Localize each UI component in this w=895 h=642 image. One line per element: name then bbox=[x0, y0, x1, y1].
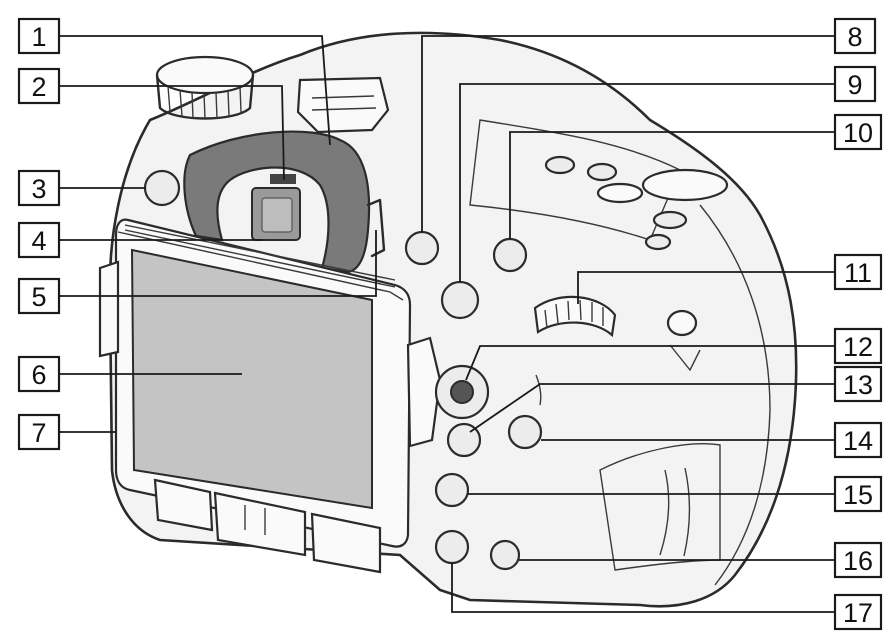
grip-texture bbox=[599, 443, 721, 571]
callout-10-label: 10 bbox=[843, 118, 873, 148]
leader-10 bbox=[509, 131, 835, 239]
diopter-dial bbox=[366, 198, 386, 258]
callout-17-label: 17 bbox=[843, 598, 873, 628]
button-17 bbox=[434, 529, 470, 565]
multi-selector-center bbox=[450, 380, 474, 404]
callout-12: 12 bbox=[833, 327, 883, 365]
eyecup bbox=[183, 130, 371, 274]
callout-16: 16 bbox=[833, 541, 883, 579]
leader-11 bbox=[577, 271, 835, 304]
callout-9: 9 bbox=[833, 65, 877, 103]
callout-5-label: 5 bbox=[31, 282, 46, 312]
button-8 bbox=[404, 230, 440, 266]
top-button-2 bbox=[586, 162, 618, 182]
lcd-screen bbox=[130, 248, 373, 510]
callout-3-label: 3 bbox=[31, 174, 46, 204]
callout-14: 14 bbox=[833, 421, 883, 459]
callout-8-label: 8 bbox=[847, 22, 862, 52]
callout-14-label: 14 bbox=[843, 426, 873, 456]
callout-15-label: 15 bbox=[843, 480, 873, 510]
callout-6: 6 bbox=[17, 355, 61, 393]
callout-5: 5 bbox=[17, 277, 61, 315]
rear-control-dial bbox=[533, 295, 617, 338]
access-lamp bbox=[535, 374, 542, 406]
leader-13 bbox=[469, 383, 835, 433]
leader-9 bbox=[459, 83, 835, 282]
callout-7: 7 bbox=[17, 413, 61, 451]
callout-12-label: 12 bbox=[843, 332, 873, 362]
button-16 bbox=[489, 539, 521, 571]
callout-11-label: 11 bbox=[844, 258, 872, 288]
button-13 bbox=[446, 422, 482, 458]
shutter-button bbox=[596, 182, 644, 204]
grip-stitch-2 bbox=[683, 467, 691, 557]
callout-15: 15 bbox=[833, 475, 883, 513]
camera-illustration bbox=[98, 31, 798, 608]
button-9 bbox=[440, 280, 480, 320]
grip-contour bbox=[699, 204, 771, 586]
leader-12 bbox=[465, 345, 835, 381]
callout-10: 10 bbox=[833, 113, 883, 151]
button-14 bbox=[507, 414, 543, 450]
callout-11: 11 bbox=[833, 253, 883, 291]
callout-6-label: 6 bbox=[31, 360, 46, 390]
leader-17 bbox=[451, 563, 835, 613]
mode-dial bbox=[155, 55, 255, 95]
right-strap-lug bbox=[666, 309, 698, 337]
top-button-1 bbox=[544, 155, 576, 175]
button-3 bbox=[143, 169, 181, 207]
button-15 bbox=[434, 472, 470, 508]
callout-7-label: 7 bbox=[31, 418, 46, 448]
callout-13-label: 13 bbox=[843, 370, 873, 400]
leader-1 bbox=[59, 35, 331, 146]
monitor-bevel bbox=[117, 231, 404, 301]
top-button-3 bbox=[652, 210, 688, 230]
left-strap-lug bbox=[98, 260, 120, 358]
top-plate-right bbox=[469, 119, 681, 241]
rear-dial-knurl bbox=[544, 299, 604, 329]
grip-stitch-1 bbox=[659, 469, 670, 556]
monitor-hinge-center bbox=[213, 491, 307, 557]
leader-2 bbox=[59, 85, 285, 181]
callout-1-label: 1 bbox=[31, 22, 46, 52]
mode-dial-knurl bbox=[167, 85, 242, 120]
leader-8 bbox=[421, 35, 835, 232]
callout-2: 2 bbox=[17, 67, 61, 105]
callout-4-label: 4 bbox=[31, 226, 46, 256]
monitor-hinge-right bbox=[310, 512, 382, 574]
button-10 bbox=[492, 237, 528, 273]
callout-1: 1 bbox=[17, 17, 61, 55]
eye-sensor bbox=[270, 174, 296, 184]
callout-8: 8 bbox=[833, 17, 877, 55]
callout-17: 17 bbox=[833, 593, 883, 631]
leader-5 bbox=[59, 230, 377, 297]
monitor-side-hinge bbox=[406, 336, 442, 448]
top-dial bbox=[641, 168, 729, 202]
callout-13: 13 bbox=[833, 365, 883, 403]
right-lug-detail bbox=[669, 344, 701, 372]
callout-16-label: 16 bbox=[843, 546, 873, 576]
top-button-4 bbox=[644, 233, 672, 251]
callouts: 1 2 3 4 5 6 7 8 bbox=[17, 17, 883, 631]
hot-shoe bbox=[296, 76, 390, 134]
callout-9-label: 9 bbox=[847, 70, 862, 100]
callout-2-label: 2 bbox=[31, 72, 46, 102]
leader-lines bbox=[59, 35, 835, 613]
callout-3: 3 bbox=[17, 169, 61, 207]
monitor-hinge-left bbox=[153, 478, 214, 532]
callout-4: 4 bbox=[17, 221, 61, 259]
